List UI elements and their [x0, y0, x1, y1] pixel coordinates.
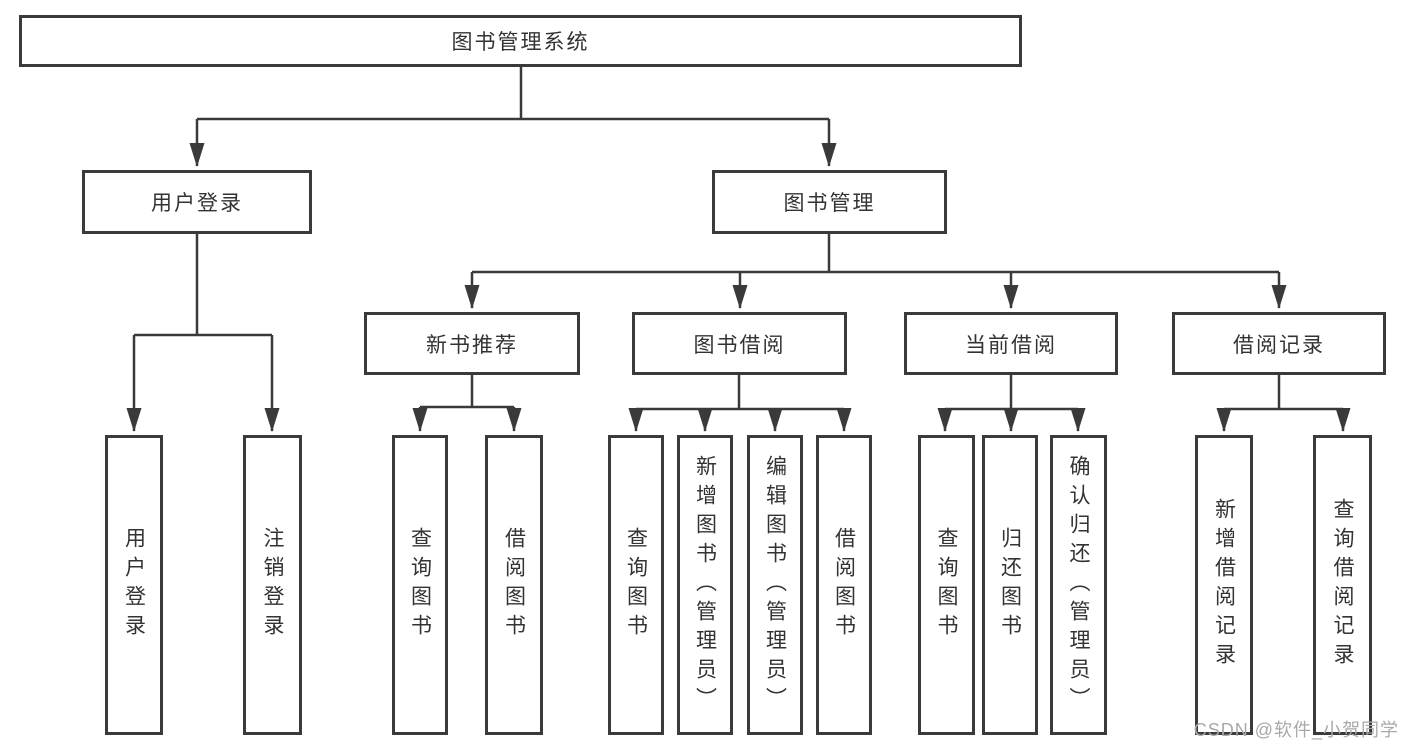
leaf-edit-books-admin: 编辑图书（管理员） — [747, 435, 803, 735]
leaf-label: 查询图书 — [408, 527, 432, 643]
leaf-label: 注销登录 — [261, 527, 284, 643]
leaf-recommend-query-books: 查询图书 — [392, 435, 448, 735]
leaf-label: 查询图书 — [624, 527, 648, 643]
node-book-borrow: 图书借阅 — [632, 312, 847, 375]
leaf-logout: 注销登录 — [243, 435, 302, 735]
node-current-borrow: 当前借阅 — [904, 312, 1118, 375]
leaf-label: 用户登录 — [122, 527, 146, 643]
leaf-label: 新增借阅记录 — [1212, 498, 1236, 672]
leaf-label: 归还图书 — [998, 527, 1022, 643]
node-label: 当前借阅 — [965, 333, 1057, 357]
leaf-add-books-admin: 新增图书（管理员） — [677, 435, 733, 735]
leaf-label: 借阅图书 — [832, 527, 856, 643]
node-label: 图书借阅 — [693, 333, 786, 357]
node-root: 图书管理系统 — [19, 15, 1022, 67]
node-book-management: 图书管理 — [712, 170, 947, 234]
leaf-label: 借阅图书 — [502, 527, 526, 643]
node-label: 图书管理 — [783, 192, 876, 215]
leaf-recommend-borrow-books: 借阅图书 — [485, 435, 543, 735]
leaf-current-query-books: 查询图书 — [918, 435, 975, 735]
leaf-return-books: 归还图书 — [982, 435, 1038, 735]
node-label: 图书管理系统 — [451, 31, 590, 54]
leaf-label: 确认归还（管理员） — [1067, 454, 1090, 716]
leaf-query-borrow-record: 查询借阅记录 — [1313, 435, 1372, 735]
leaf-label: 查询图书 — [935, 527, 958, 643]
leaf-borrow-query-books: 查询图书 — [608, 435, 664, 735]
node-new-book-recommend: 新书推荐 — [364, 312, 580, 375]
node-borrow-records: 借阅记录 — [1172, 312, 1386, 375]
csdn-watermark: CSDN @软件_小贺同学 — [1193, 720, 1399, 740]
node-label: 用户登录 — [151, 192, 243, 215]
leaf-label: 新增图书（管理员） — [693, 454, 717, 716]
leaf-confirm-return-admin: 确认归还（管理员） — [1050, 435, 1107, 735]
node-user-login: 用户登录 — [82, 170, 312, 234]
leaf-user-login: 用户登录 — [105, 435, 163, 735]
leaf-add-borrow-record: 新增借阅记录 — [1195, 435, 1253, 735]
node-label: 新书推荐 — [426, 333, 518, 357]
leaf-borrow-books: 借阅图书 — [816, 435, 872, 735]
leaf-label: 编辑图书（管理员） — [763, 454, 787, 716]
node-label: 借阅记录 — [1233, 333, 1325, 357]
leaf-label: 查询借阅记录 — [1331, 498, 1354, 672]
